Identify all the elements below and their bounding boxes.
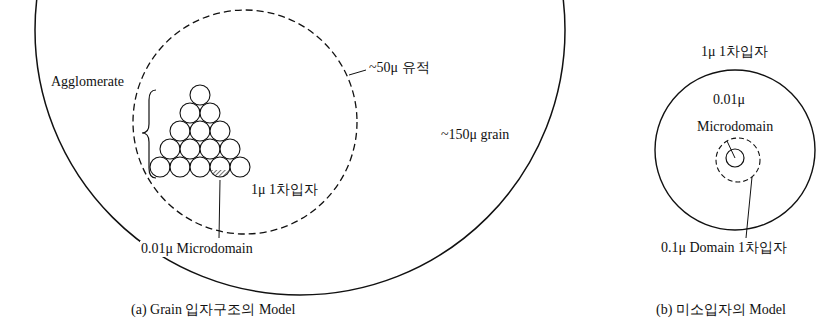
primary-particle-label: 1μ 1차입자 — [700, 44, 769, 60]
leader-line — [219, 180, 220, 238]
droplet-label: ~50μ 유적 — [368, 60, 431, 76]
figure-caption: (a) Grain 입자구조의 Model — [130, 302, 296, 318]
domain-outline — [716, 138, 760, 182]
agglomerate-bracket — [142, 90, 156, 178]
domain-label: 0.1μ Domain 1차입자 — [660, 240, 788, 256]
droplet-outline — [133, 10, 357, 234]
grain-outline — [35, 0, 565, 295]
microdomain-label: 0.01μ Microdomain — [140, 241, 254, 257]
size-label: 0.01μ — [712, 92, 746, 108]
agglomerate-label: Agglomerate — [50, 74, 125, 90]
leader-line — [727, 141, 735, 158]
figure-caption: (b) 미소입자의 Model — [655, 302, 787, 318]
primary-particle-label: 1μ 1차입자 — [250, 182, 319, 198]
grain-label: ~150μ grain — [440, 127, 510, 143]
primary-particle-outline — [655, 70, 815, 230]
leader-line — [746, 177, 752, 238]
leader-line — [349, 70, 366, 75]
microdomain-hatch — [208, 170, 232, 180]
agglomerate-particles — [150, 85, 250, 177]
microdomain-label: Microdomain — [696, 119, 774, 135]
